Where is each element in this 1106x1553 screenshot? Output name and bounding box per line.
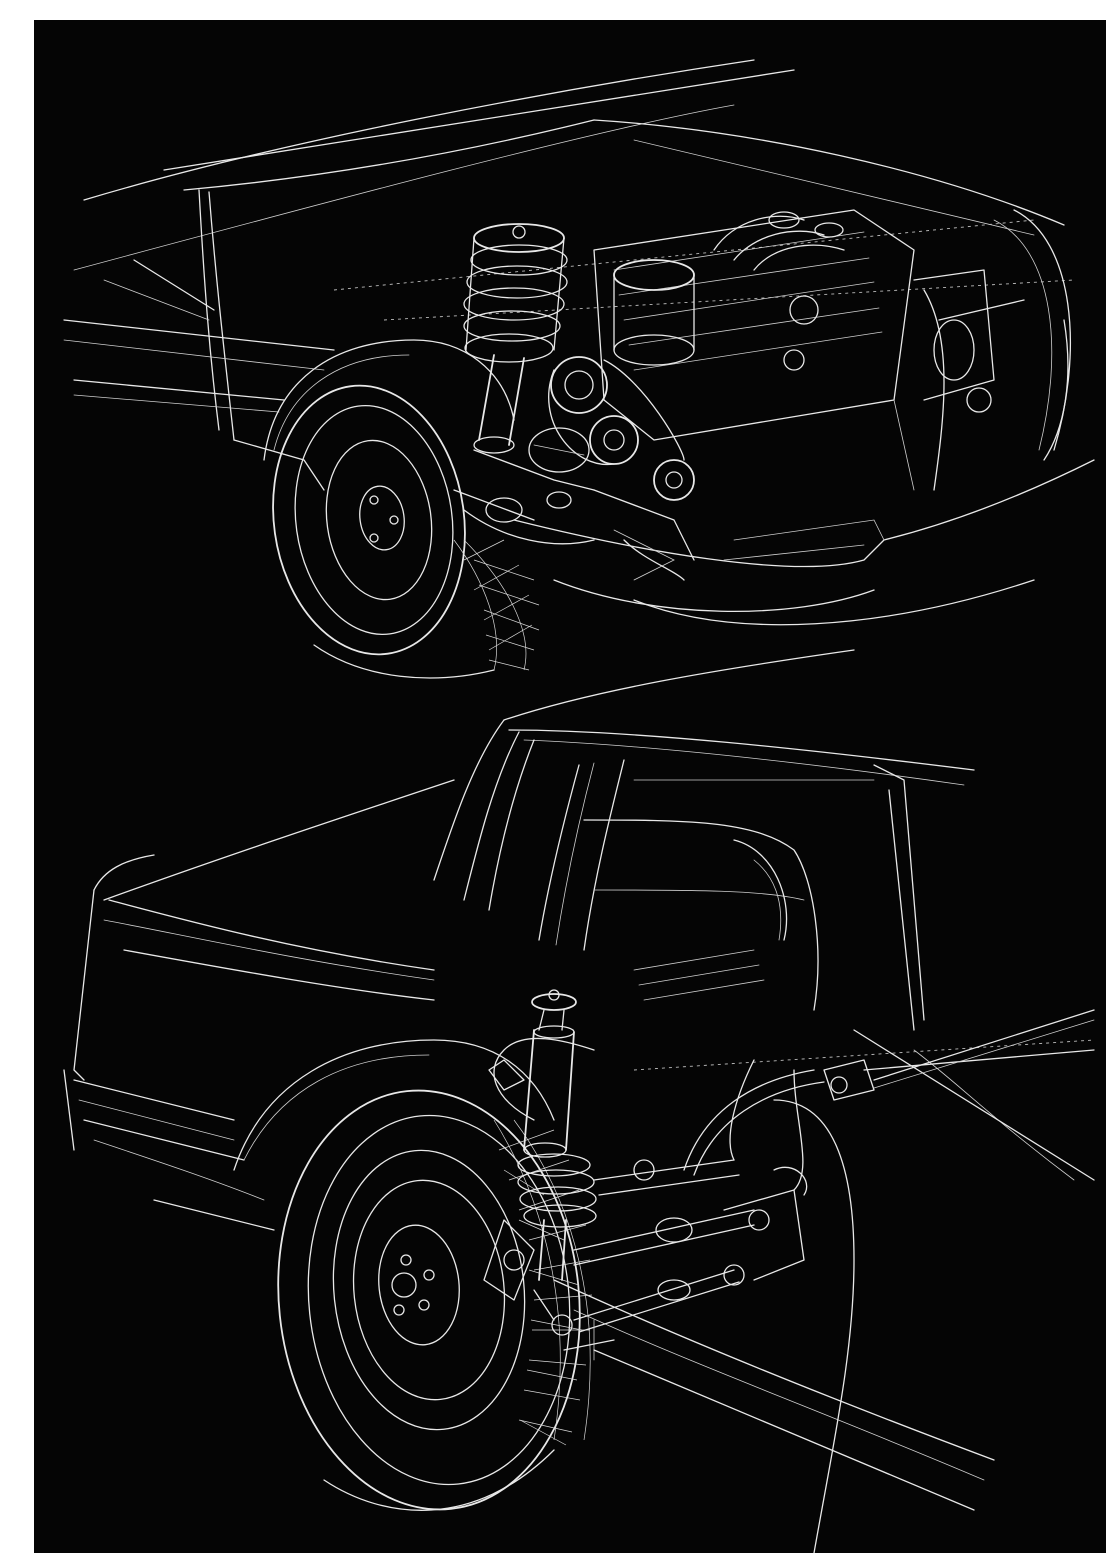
rear-interior-lines — [488, 839, 788, 1091]
rear-brake-line — [493, 1009, 1095, 1196]
engine-block — [528, 209, 1072, 501]
rear-suspension-illustration — [63, 649, 1095, 1553]
rear-strut-assembly — [483, 989, 597, 1336]
rear-control-links — [563, 1159, 805, 1361]
illustration-plate — [34, 20, 1106, 1553]
rear-body-shell — [63, 649, 1095, 1553]
front-suspension-illustration — [63, 59, 1095, 679]
front-body-shell — [63, 59, 1095, 626]
front-coil-spring — [463, 223, 568, 454]
rear-wheel — [233, 1039, 593, 1511]
front-suspension-arms — [453, 449, 695, 581]
front-wheel — [263, 339, 540, 679]
